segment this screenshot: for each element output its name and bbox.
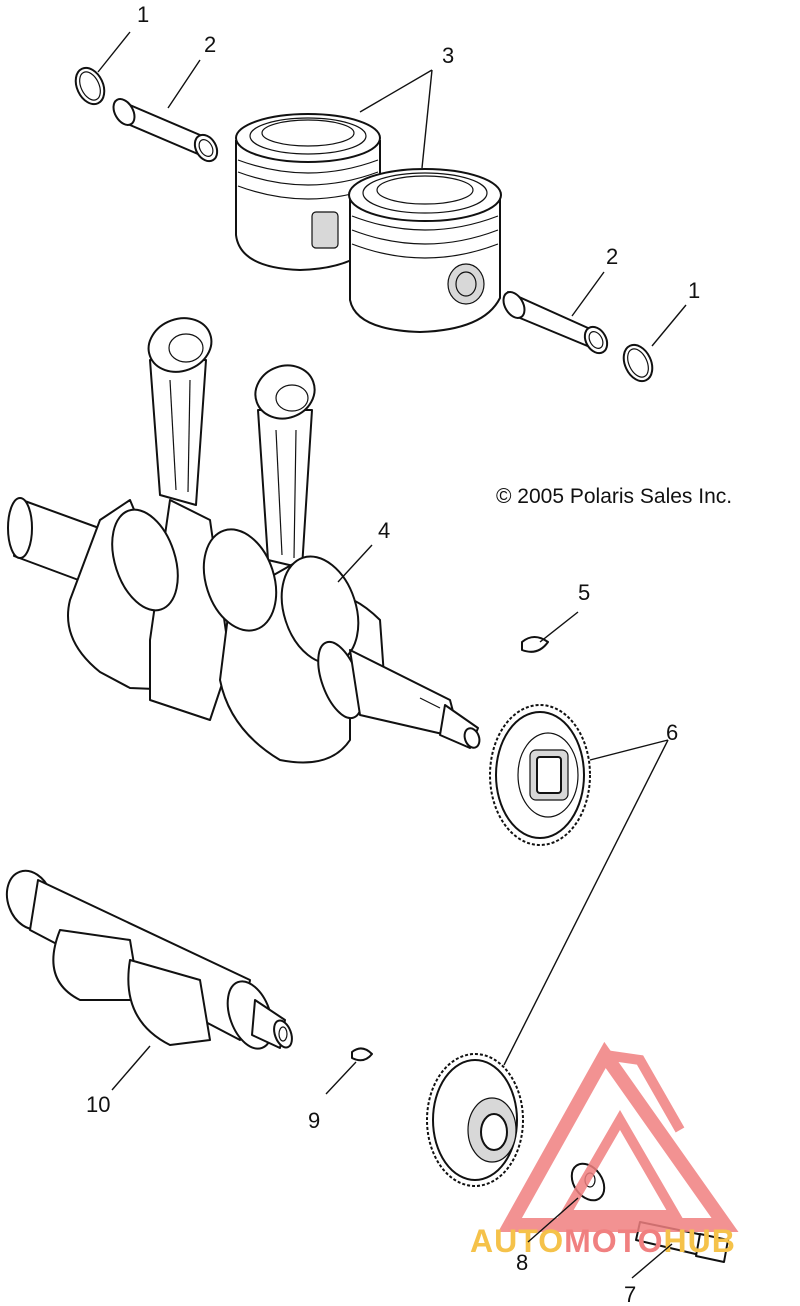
callout-2-right: 2: [606, 244, 618, 269]
piston-pin-left: [112, 98, 219, 163]
drive-gear-6: [489, 704, 591, 846]
woodruff-key-9: [351, 1047, 373, 1062]
leader-lines: [97, 31, 687, 1279]
callout-3: 3: [442, 43, 454, 68]
snap-ring-right: [622, 343, 654, 383]
callout-7: 7: [624, 1282, 636, 1306]
balance-gear: [426, 1053, 524, 1187]
callout-10: 10: [86, 1092, 110, 1117]
callout-6: 6: [666, 720, 678, 745]
watermark-logo: [498, 1041, 739, 1232]
piston-front: [348, 168, 502, 333]
callout-1-right: 1: [688, 278, 700, 303]
callout-1-top: 1: [137, 2, 149, 27]
watermark-text-mid: MOTO: [564, 1223, 663, 1259]
balance-shaft-10: [5, 869, 293, 1050]
callout-4: 4: [378, 518, 390, 543]
piston-pin-right: [502, 291, 609, 355]
callout-5: 5: [578, 580, 590, 605]
snap-ring-left: [74, 66, 106, 106]
crankshaft-assembly: [7, 317, 481, 764]
callout-8: 8: [516, 1250, 528, 1275]
callout-2-top: 2: [204, 32, 216, 57]
watermark-text: AUTOMOTOHUB: [470, 1223, 736, 1259]
callout-9: 9: [308, 1108, 320, 1133]
copyright-notice: © 2005 Polaris Sales Inc.: [496, 485, 732, 508]
watermark-text-left: AUTO: [470, 1223, 564, 1259]
watermark-text-right: HUB: [663, 1223, 735, 1259]
